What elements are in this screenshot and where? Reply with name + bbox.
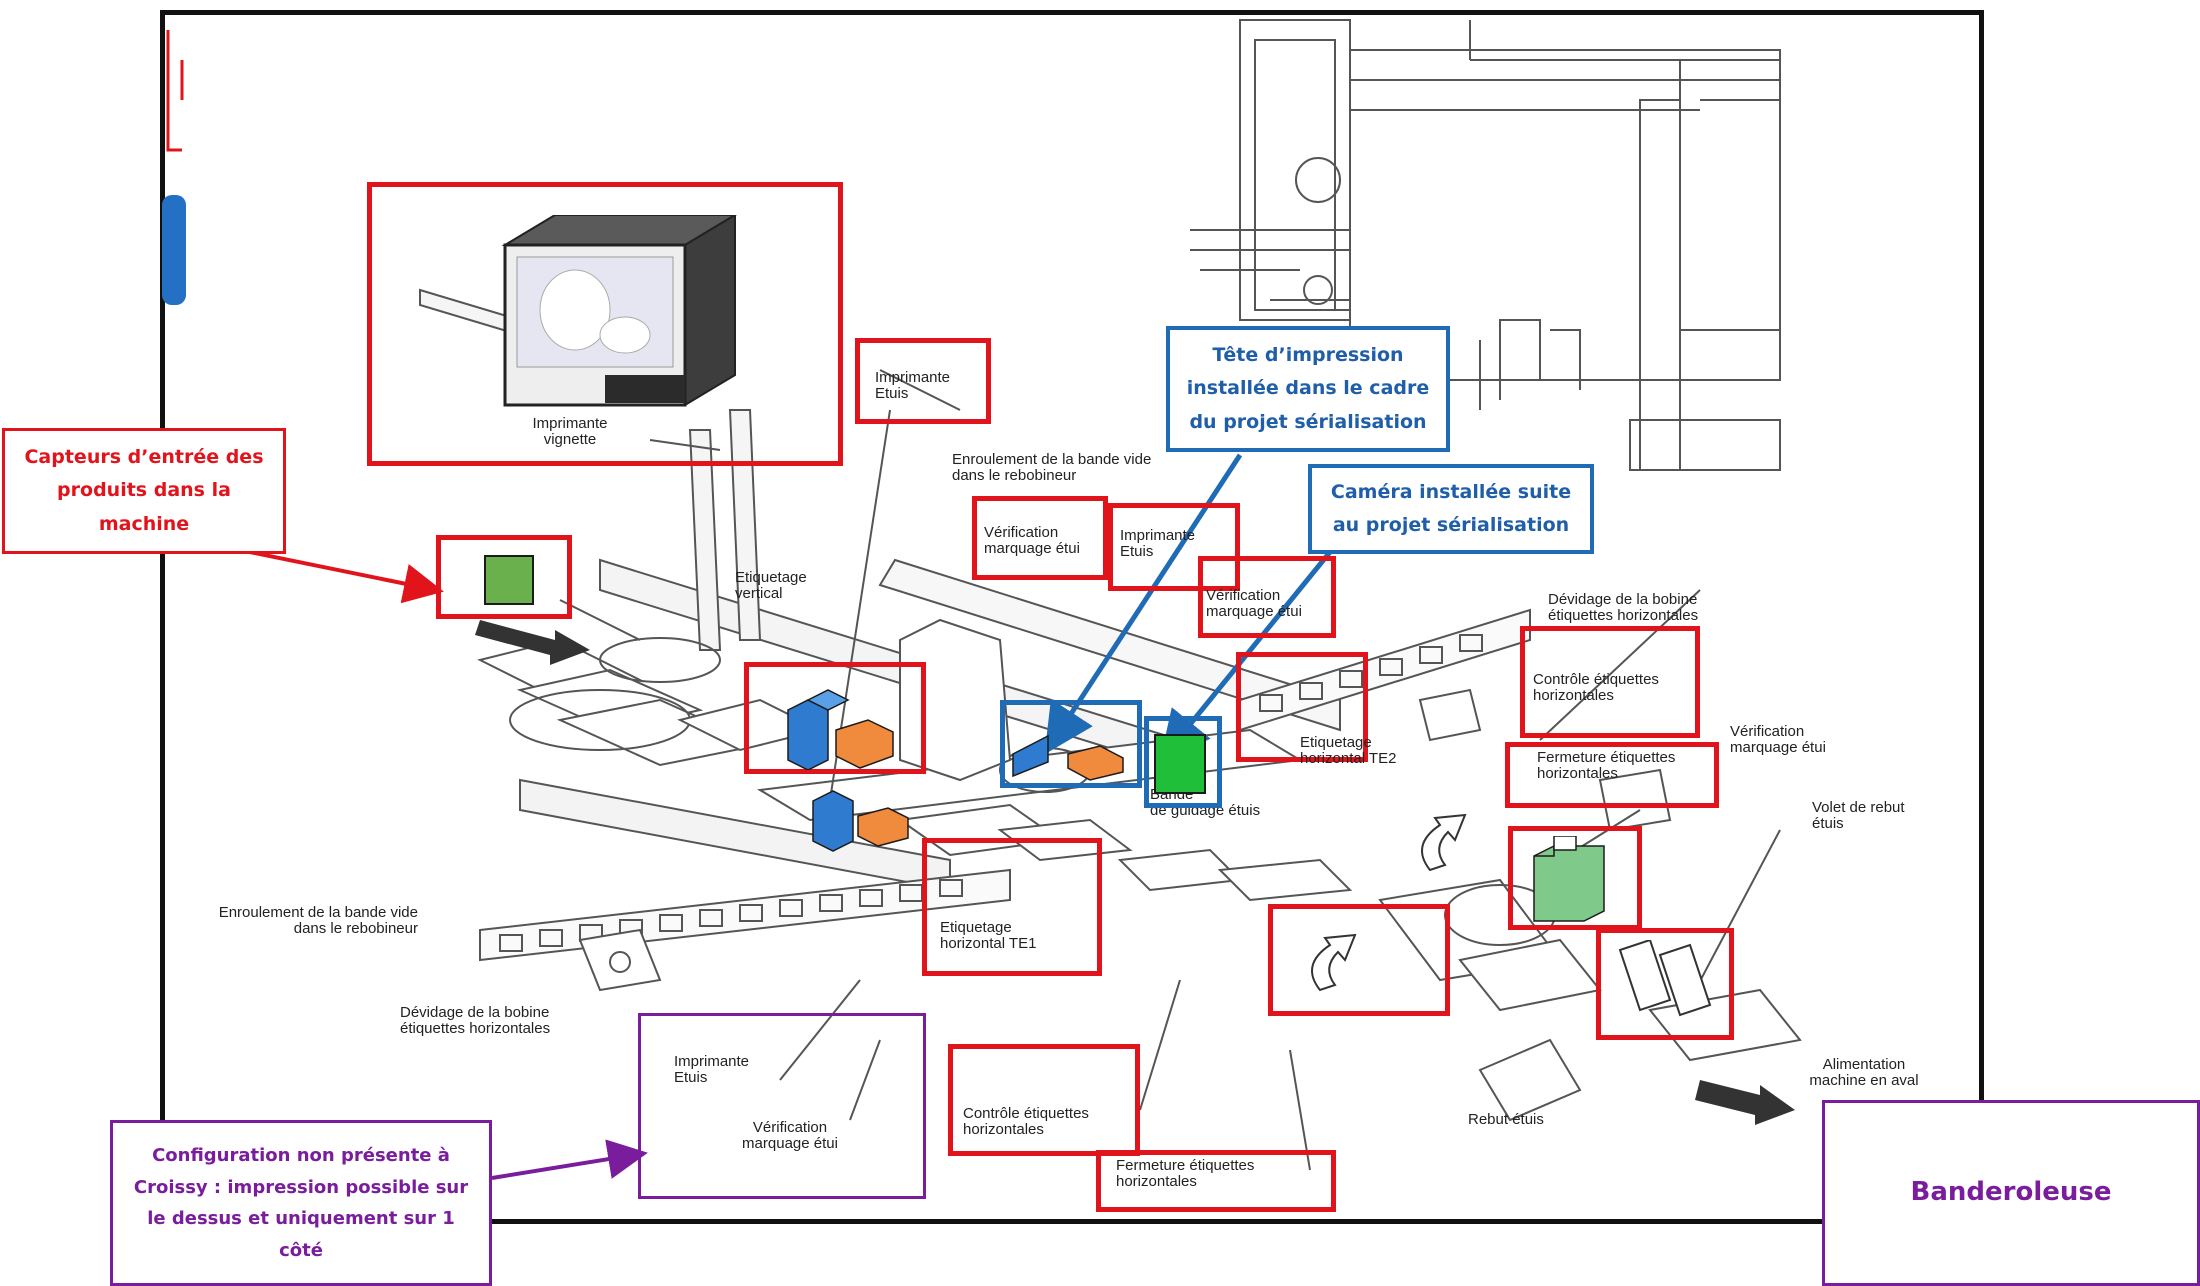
- label-imprimante-etuis-top: Imprimante Etuis: [875, 369, 951, 402]
- label-rebut-etuis: Rebut étuis: [1468, 1111, 1544, 1128]
- callout-capteurs: Capteurs d’entrée des produits dans la m…: [2, 428, 286, 554]
- box-rejet-flap: [1596, 928, 1734, 1040]
- box-verification-1: [972, 496, 1108, 580]
- outfeed-arrow: [1695, 1080, 1795, 1125]
- print-head-blue-orange: [787, 689, 894, 770]
- label-fermeture-right: Fermeture étiquettes horizontales: [1537, 749, 1676, 782]
- return-arrow-2: [1421, 813, 1467, 872]
- label-etiquetage-te2: Etiquetage horizontal TE2: [1300, 734, 1397, 767]
- label-etiquetage-vertical: Etiquetage vertical: [735, 569, 807, 602]
- box-controle-right: [1520, 626, 1700, 738]
- box-etiquetage-te2: [1236, 652, 1368, 762]
- box-fermeture-bottom: [1096, 1150, 1336, 1212]
- box-verification-2: [1198, 556, 1336, 638]
- imprimante-vignette-box: [367, 182, 843, 466]
- label-enroulement-left: Enroulement de la bande vide dans le reb…: [218, 904, 418, 937]
- box-imprimante-etuis-top: [855, 338, 991, 424]
- camera-green-square: [1154, 734, 1206, 794]
- rejet-flap-illustration: [1618, 940, 1712, 1017]
- sensor-green-square: [484, 555, 534, 605]
- box-fermeture-right: [1505, 742, 1719, 808]
- callout-configuration: Configuration non présente à Croissy : i…: [110, 1120, 492, 1286]
- label-verification-1: Vérification marquage étui: [984, 524, 1080, 557]
- box-fermeture-arrow: [1268, 904, 1450, 1016]
- box-capteurs-sensor: [436, 535, 572, 619]
- label-verification-right: Vérification marquage étui: [1730, 723, 1826, 756]
- callout-tete-impression: Tête d’impression installée dans le cadr…: [1166, 326, 1450, 452]
- infeed-arrow: [475, 620, 590, 665]
- label-imprimante-etuis-2: Imprimante Etuis: [1120, 527, 1196, 560]
- upper-machine-drawing: [1190, 19, 1781, 471]
- label-verification-bottom: Vérification marquage étui: [742, 1119, 838, 1152]
- label-fermeture-bottom: Fermeture étiquettes horizontales: [1116, 1157, 1255, 1190]
- callout-camera: Caméra installée suite au projet sériali…: [1308, 464, 1594, 554]
- box-imprimante-etuis-main: [744, 662, 926, 774]
- label-verification-2: Vérification marquage étui: [1206, 587, 1302, 620]
- box-green-module: [1508, 826, 1642, 930]
- box-camera: [1144, 716, 1222, 808]
- callout-banderoleuse: Banderoleuse: [1822, 1100, 2200, 1286]
- config-arrow: [491, 1139, 648, 1180]
- label-controle-right: Contrôle étiquettes horizontales: [1533, 671, 1659, 704]
- label-alimentation: Alimentation machine en aval: [1809, 1056, 1919, 1089]
- label-etiquetage-te1: Etiquetage horizontal TE1: [940, 919, 1037, 952]
- box-etiquetage-te1: [922, 838, 1102, 976]
- scan-edge-marks: [166, 30, 184, 152]
- box-imprimante-etuis-2: [1108, 503, 1240, 591]
- green-module-illustration: [1533, 836, 1605, 922]
- print-head-lower-blue-orange: [812, 790, 909, 852]
- box-controle-bottom: [948, 1044, 1140, 1156]
- label-imprimante-vignette: Imprimante vignette: [532, 415, 608, 448]
- label-controle-bottom: Contrôle étiquettes horizontales: [963, 1105, 1089, 1138]
- box-config-purple: [638, 1013, 926, 1199]
- capteurs-arrow: [239, 548, 444, 604]
- tete-impression-illustration: [1012, 734, 1124, 781]
- label-imprimante-etuis-bottom: Imprimante Etuis: [674, 1053, 750, 1086]
- label-devidage-left: Dévidage de la bobine étiquettes horizon…: [400, 1004, 551, 1037]
- label-devidage-right: Dévidage de la bobine étiquettes horizon…: [1548, 591, 1699, 624]
- printer-illustration: [501, 215, 737, 407]
- return-arrow-1: [1311, 933, 1357, 992]
- label-volet-rebut: Volet de rebut étuis: [1812, 799, 1905, 832]
- box-tete-impression: [1000, 700, 1142, 788]
- label-enroulement-top: Enroulement de la bande vide dans le reb…: [952, 451, 1152, 484]
- scan-edge-blue-tab: [162, 195, 186, 305]
